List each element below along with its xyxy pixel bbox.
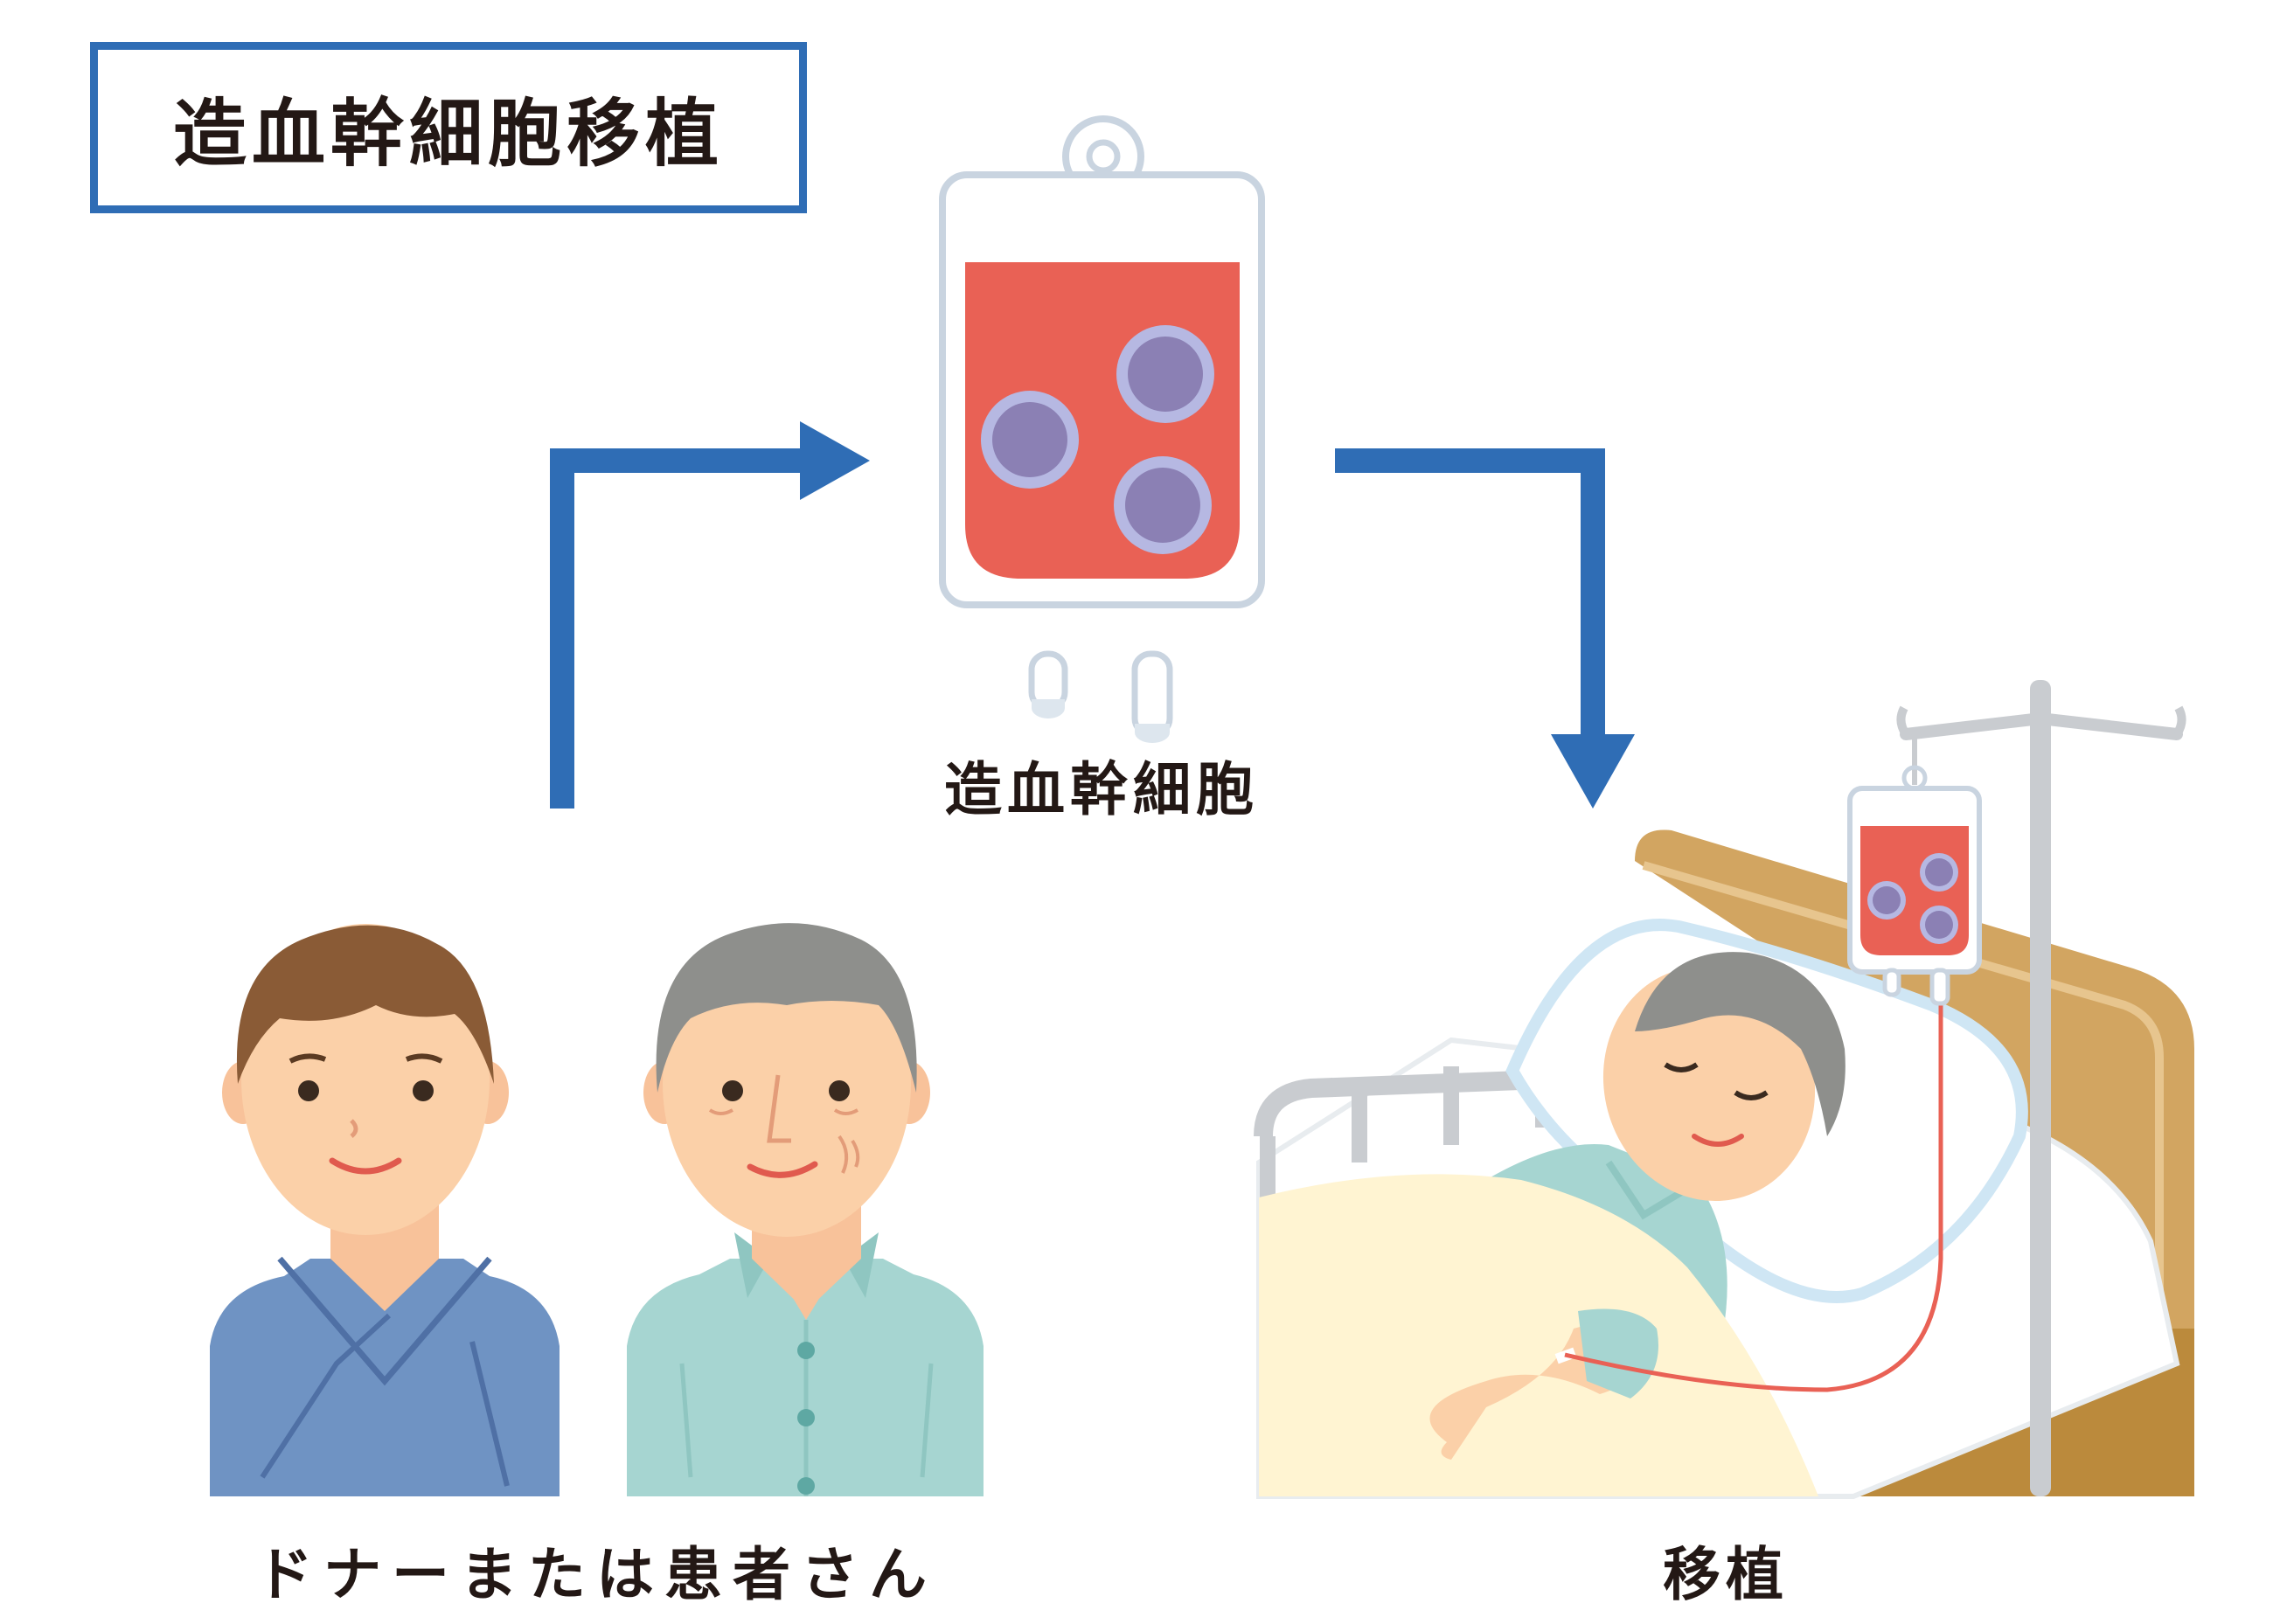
title-box: 造血幹細胞移植: [90, 42, 807, 213]
hospital-bed-scene: [1254, 680, 2194, 1499]
stem-cell-icon: [981, 391, 1079, 489]
blood-bag-icon: [939, 115, 1265, 743]
young-donor-figure: [210, 924, 560, 1496]
stem-cell-icon: [1116, 325, 1214, 423]
hematopoietic-stem-cells-label: 造血幹細胞: [944, 756, 1259, 823]
transplant-label: 移植: [1663, 1541, 1789, 1608]
page-title: 造血幹細胞移植: [172, 90, 724, 177]
elderly-patient-figure: [627, 923, 984, 1496]
donor-or-patient-label: ドナーまたは患者さん: [255, 1541, 937, 1608]
arrow-to-transplant: [1335, 448, 1635, 809]
stem-cell-icon: [1114, 456, 1212, 554]
arrow-to-cells: [550, 421, 870, 809]
iv-bag-icon: [1847, 765, 1982, 1006]
